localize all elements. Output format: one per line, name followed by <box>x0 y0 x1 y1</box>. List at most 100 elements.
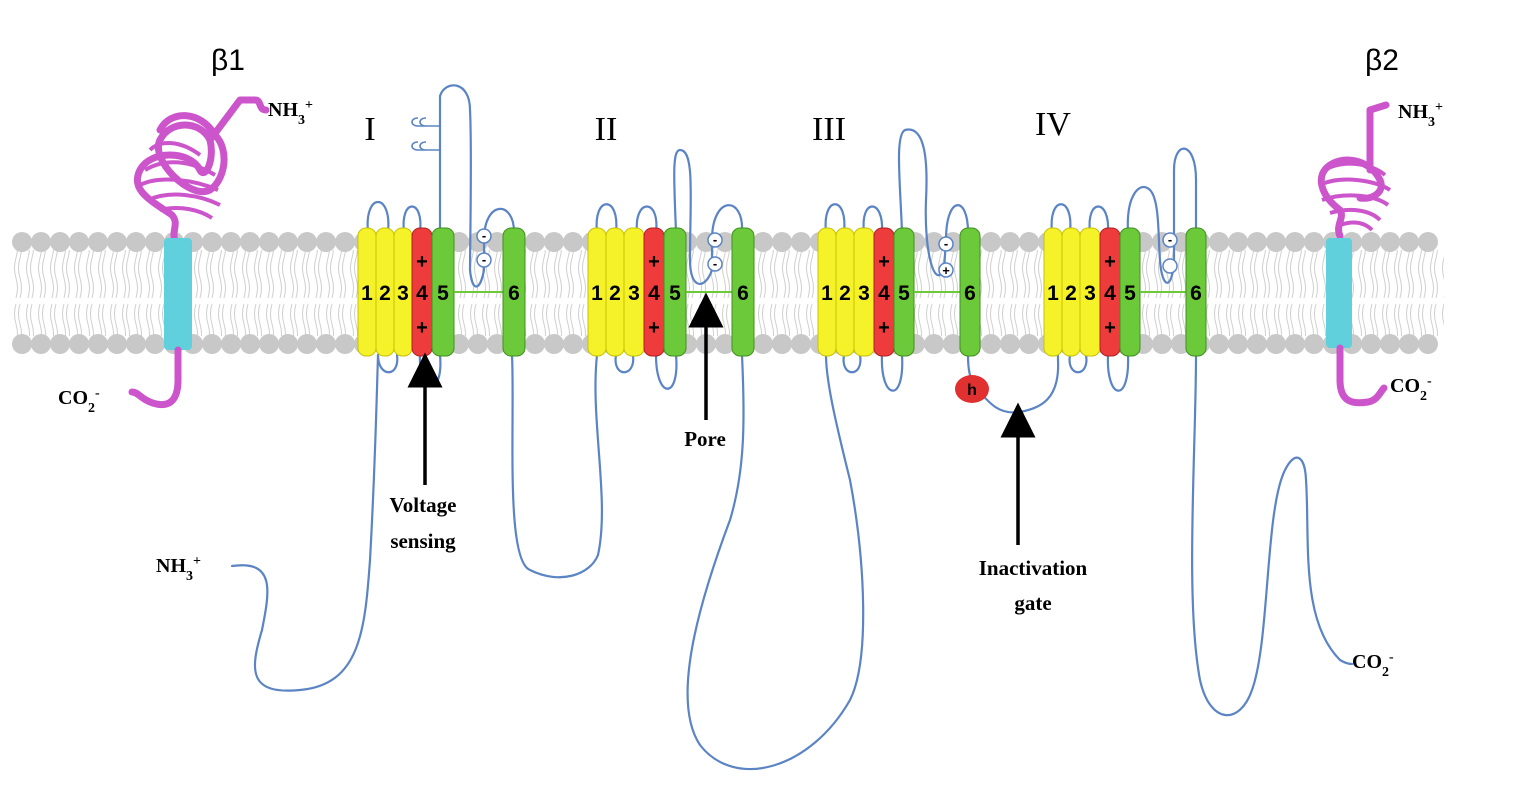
domain-III-num-5: 5 <box>898 282 910 305</box>
domain-I-segments <box>357 227 526 357</box>
beta2-c-terminus: CO2- <box>1390 374 1432 404</box>
lipid-head <box>1228 334 1248 354</box>
lipid-head <box>50 232 70 252</box>
beta2-subunit <box>1317 101 1392 407</box>
lipid-head <box>259 334 279 354</box>
lipid-head <box>202 232 222 252</box>
domain-II-num-3: 3 <box>628 282 640 305</box>
lipid-head <box>1247 232 1267 252</box>
domain-IV-num-1: 1 <box>1047 282 1059 305</box>
lipid-head <box>12 334 32 354</box>
domain-II-num-4: 4 <box>648 282 660 305</box>
beta1-label: β1 <box>211 44 245 77</box>
lipid-head <box>145 232 165 252</box>
domain-I-plus-bottom: + <box>416 317 428 339</box>
domain-IV-num-3: 3 <box>1084 282 1096 305</box>
lipid-head <box>240 232 260 252</box>
domain-IV-plus-bottom: + <box>1104 317 1116 339</box>
lipid-head <box>753 334 773 354</box>
lipid-head <box>88 334 108 354</box>
lipid-head <box>1418 334 1438 354</box>
domain-II-num-1: 1 <box>591 282 603 305</box>
lipid-head <box>544 232 564 252</box>
lipid-head <box>297 334 317 354</box>
beta1-subunit <box>128 96 270 409</box>
domain-II-segment-6 <box>731 227 755 357</box>
lipid-head <box>563 232 583 252</box>
pore-label: Pore <box>684 427 726 451</box>
lipid-head <box>221 334 241 354</box>
lipid-head <box>316 334 336 354</box>
voltage-sensing-label-line1: Voltage <box>390 493 457 517</box>
gate-letter: h <box>967 382 977 399</box>
lipid-head <box>1000 232 1020 252</box>
domain-II-plus-top: + <box>648 251 660 273</box>
lipid-head <box>753 232 773 252</box>
lipid-head <box>1380 232 1400 252</box>
lipid-head <box>69 232 89 252</box>
lipid-head <box>563 334 583 354</box>
domain-III-plus-top: + <box>878 251 890 273</box>
lipid-head <box>107 232 127 252</box>
domain-I-num-2: 2 <box>379 282 391 305</box>
lipid-head <box>1266 232 1286 252</box>
lipid-head <box>1019 232 1039 252</box>
lipid-head <box>791 232 811 252</box>
lipid-head <box>1399 334 1419 354</box>
domain-II-num-6: 6 <box>737 282 749 305</box>
voltage-sensing-label-line2: sensing <box>390 529 456 553</box>
beta1-n-terminus: NH3+ <box>268 98 313 128</box>
lipid-head <box>1418 232 1438 252</box>
domain-II-label: II <box>595 111 618 148</box>
domain-I-minus-2: - <box>482 252 486 267</box>
lipid-head <box>31 232 51 252</box>
lipid-head <box>525 232 545 252</box>
lipid-head <box>487 232 507 252</box>
lipid-head <box>145 334 165 354</box>
lipid-head <box>1361 334 1381 354</box>
lipid-head <box>715 334 735 354</box>
domain-III-num-6: 6 <box>964 282 976 305</box>
domain-III-num-2: 2 <box>839 282 851 305</box>
lipid-head <box>50 334 70 354</box>
lipid-head <box>12 232 32 252</box>
lipid-head <box>335 334 355 354</box>
lipid-head <box>240 334 260 354</box>
lipid-head <box>772 334 792 354</box>
lipid-head <box>31 334 51 354</box>
lipid-head <box>981 334 1001 354</box>
alpha-n-terminus: NH3+ <box>156 554 201 584</box>
lipid-head <box>544 334 564 354</box>
domain-I-minus-1: - <box>482 228 486 243</box>
lipid-head <box>1209 334 1229 354</box>
domain-II-segments <box>587 227 755 357</box>
lipid-head <box>1285 232 1305 252</box>
beta1-c-terminus: CO2- <box>58 386 100 416</box>
domain-I-plus-top: + <box>416 251 428 273</box>
domain-III-segment-6 <box>959 227 981 357</box>
domain-I-num-1: 1 <box>361 282 373 305</box>
beta2-label: β2 <box>1365 44 1399 77</box>
domain-I-num-3: 3 <box>397 282 409 305</box>
lipid-head <box>981 232 1001 252</box>
lipid-head <box>487 334 507 354</box>
selectivity-filter-charges <box>476 228 1178 278</box>
lipid-head <box>259 232 279 252</box>
lipid-head <box>1019 334 1039 354</box>
domain-II-minus-2: - <box>713 256 717 271</box>
domain-III-minus: - <box>944 236 948 251</box>
domain-II-num-2: 2 <box>609 282 621 305</box>
lipid-head <box>1304 232 1324 252</box>
glycosylation-icon <box>411 117 440 151</box>
inactivation-gate-label-line1: Inactivation <box>979 556 1088 580</box>
lipid-head <box>1000 334 1020 354</box>
lipid-head <box>1304 334 1324 354</box>
lipid-head <box>924 334 944 354</box>
lipid-head <box>316 232 336 252</box>
domain-III-plus-filter: + <box>942 263 950 278</box>
domain-IV-segment-6 <box>1185 227 1207 357</box>
domain-I-num-4: 4 <box>416 282 428 305</box>
domain-IV-num-2: 2 <box>1065 282 1077 305</box>
lipid-head <box>1247 334 1267 354</box>
lipid-head <box>1152 334 1172 354</box>
